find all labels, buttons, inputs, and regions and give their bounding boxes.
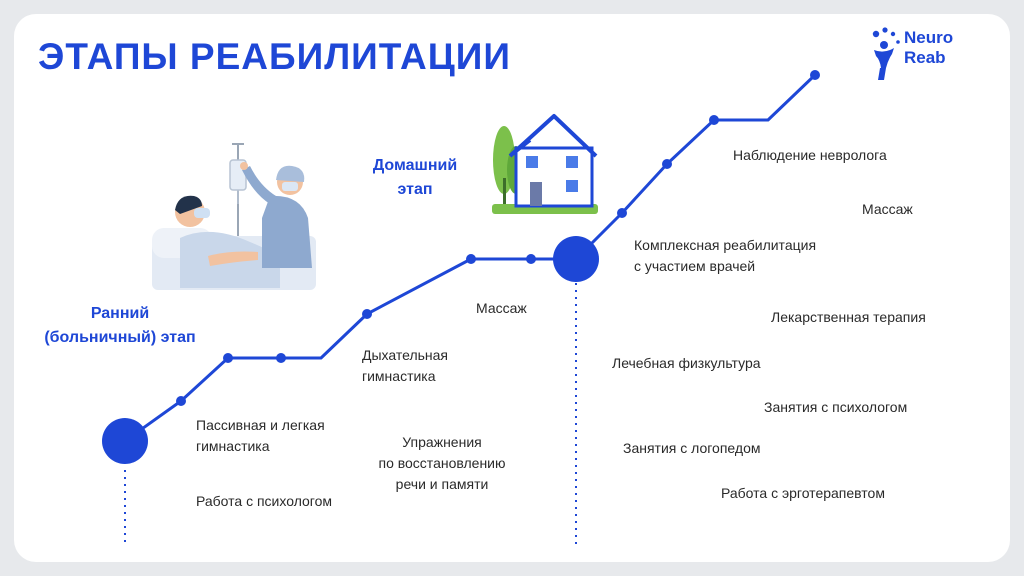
early-stage-label: Ранний (больничный) этап (30, 302, 210, 350)
early-item-passive: Пассивная и легкая гимнастика (196, 415, 325, 457)
patient-doctor-illustration (152, 143, 316, 290)
early-item-breathing-line2: гимнастика (362, 368, 436, 384)
path-dot (466, 254, 476, 264)
house-icon (492, 114, 598, 214)
logo-text: Neuro Reab (904, 28, 953, 68)
path-dot (276, 353, 286, 363)
home-stage-line2: этап (397, 181, 433, 198)
early-item-breathing-line1: Дыхательная (362, 347, 449, 363)
home-item-psychologist: Занятия с психологом (764, 399, 908, 415)
early-stage-line1: Ранний (90, 305, 150, 322)
early-item-speech-line1: Упражнения (402, 434, 482, 450)
neuroreab-logo-icon (872, 27, 900, 80)
early-item-speech-line2: по восстановлению (378, 455, 506, 471)
early-item-passive-line1: Пассивная и легкая (196, 417, 325, 433)
early-item-speech-line3: речи и памяти (395, 476, 489, 492)
home-item-complex-line2: с участием врачей (634, 258, 756, 274)
home-item-drug: Лекарственная терапия (771, 309, 926, 325)
home-stage-node (553, 236, 599, 282)
home-item-massage: Массаж (862, 201, 913, 217)
home-item-complex-line1: Комплексная реабилитация (634, 237, 817, 253)
home-item-neurologist: Наблюдение невролога (733, 147, 887, 163)
progress-path (124, 73, 817, 443)
path-dot (526, 254, 536, 264)
early-item-speech: Упражнения по восстановлению речи и памя… (362, 432, 522, 495)
early-stage-node (102, 418, 148, 464)
path-dot (176, 396, 186, 406)
logo-line1: Neuro (904, 28, 954, 47)
path-dot (810, 70, 820, 80)
path-dot (617, 208, 627, 218)
early-item-passive-line2: гимнастика (196, 438, 270, 454)
home-item-ergo: Работа с эрготерапевтом (721, 485, 885, 501)
path-dot (362, 309, 372, 319)
logo-line2: Reab (904, 48, 946, 67)
early-stage-line2: (больничный) этап (44, 329, 196, 346)
home-stage-label: Домашний этап (360, 154, 470, 202)
path-dot (223, 353, 233, 363)
early-item-psychologist: Работа с психологом (196, 493, 333, 509)
home-item-speech-therapist: Занятия с логопедом (623, 440, 761, 456)
home-item-physio: Лечебная физкультура (612, 355, 761, 371)
home-stage-line1: Домашний (372, 157, 458, 174)
early-item-massage: Массаж (476, 300, 527, 316)
path-dot (662, 159, 672, 169)
path-dot (709, 115, 719, 125)
page-title: ЭТАПЫ РЕАБИЛИТАЦИИ (38, 36, 511, 77)
home-item-complex: Комплексная реабилитация с участием врач… (634, 235, 816, 277)
early-item-breathing: Дыхательная гимнастика (362, 345, 448, 387)
